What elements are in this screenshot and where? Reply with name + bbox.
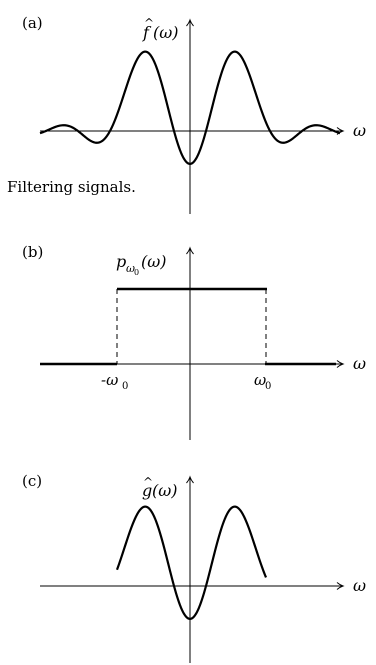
panel-b-function-arg: (ω) bbox=[141, 252, 167, 271]
panel-b-tick-neg-omega0-sub: 0 bbox=[122, 381, 128, 392]
panel-a-axis-label: ω bbox=[353, 121, 366, 140]
panel-c-filtered-curve bbox=[115, 505, 268, 620]
panel-b-function-subscript: ω bbox=[126, 262, 135, 275]
panel-b-function-subsubscript: 0 bbox=[134, 268, 139, 277]
panel-b-tick-omega0: ω bbox=[254, 371, 266, 389]
panel-a-function-arg: (ω) bbox=[153, 23, 179, 42]
figure-caption: Filtering signals. bbox=[7, 178, 136, 196]
panel-c-label: (c) bbox=[22, 472, 42, 490]
panel-b-function-label: p bbox=[116, 252, 126, 271]
panel-a: (a) f ^ (ω) ω bbox=[22, 14, 366, 214]
panel-b-tick-neg-omega0: -ω bbox=[101, 371, 118, 389]
panel-c-function-label: g bbox=[142, 481, 152, 500]
panel-a-label: (a) bbox=[22, 14, 43, 32]
panel-c-axis-label: ω bbox=[353, 576, 366, 595]
panel-c-hat-mark: ^ bbox=[143, 475, 153, 489]
panel-b-label: (b) bbox=[22, 243, 43, 261]
panel-b-tick-omega0-sub: 0 bbox=[265, 381, 271, 392]
panel-b-axis-label: ω bbox=[353, 354, 366, 373]
panel-b: (b) p ω 0 (ω) -ω 0 ω 0 ω bbox=[22, 243, 366, 440]
panel-a-signal-curve bbox=[39, 50, 341, 165]
panel-a-function-label: f bbox=[142, 23, 152, 42]
panel-a-hat-mark: ^ bbox=[144, 16, 154, 30]
panel-c-function-arg: (ω) bbox=[152, 481, 178, 500]
panel-c: (c) g ^ (ω) ω bbox=[22, 472, 366, 663]
